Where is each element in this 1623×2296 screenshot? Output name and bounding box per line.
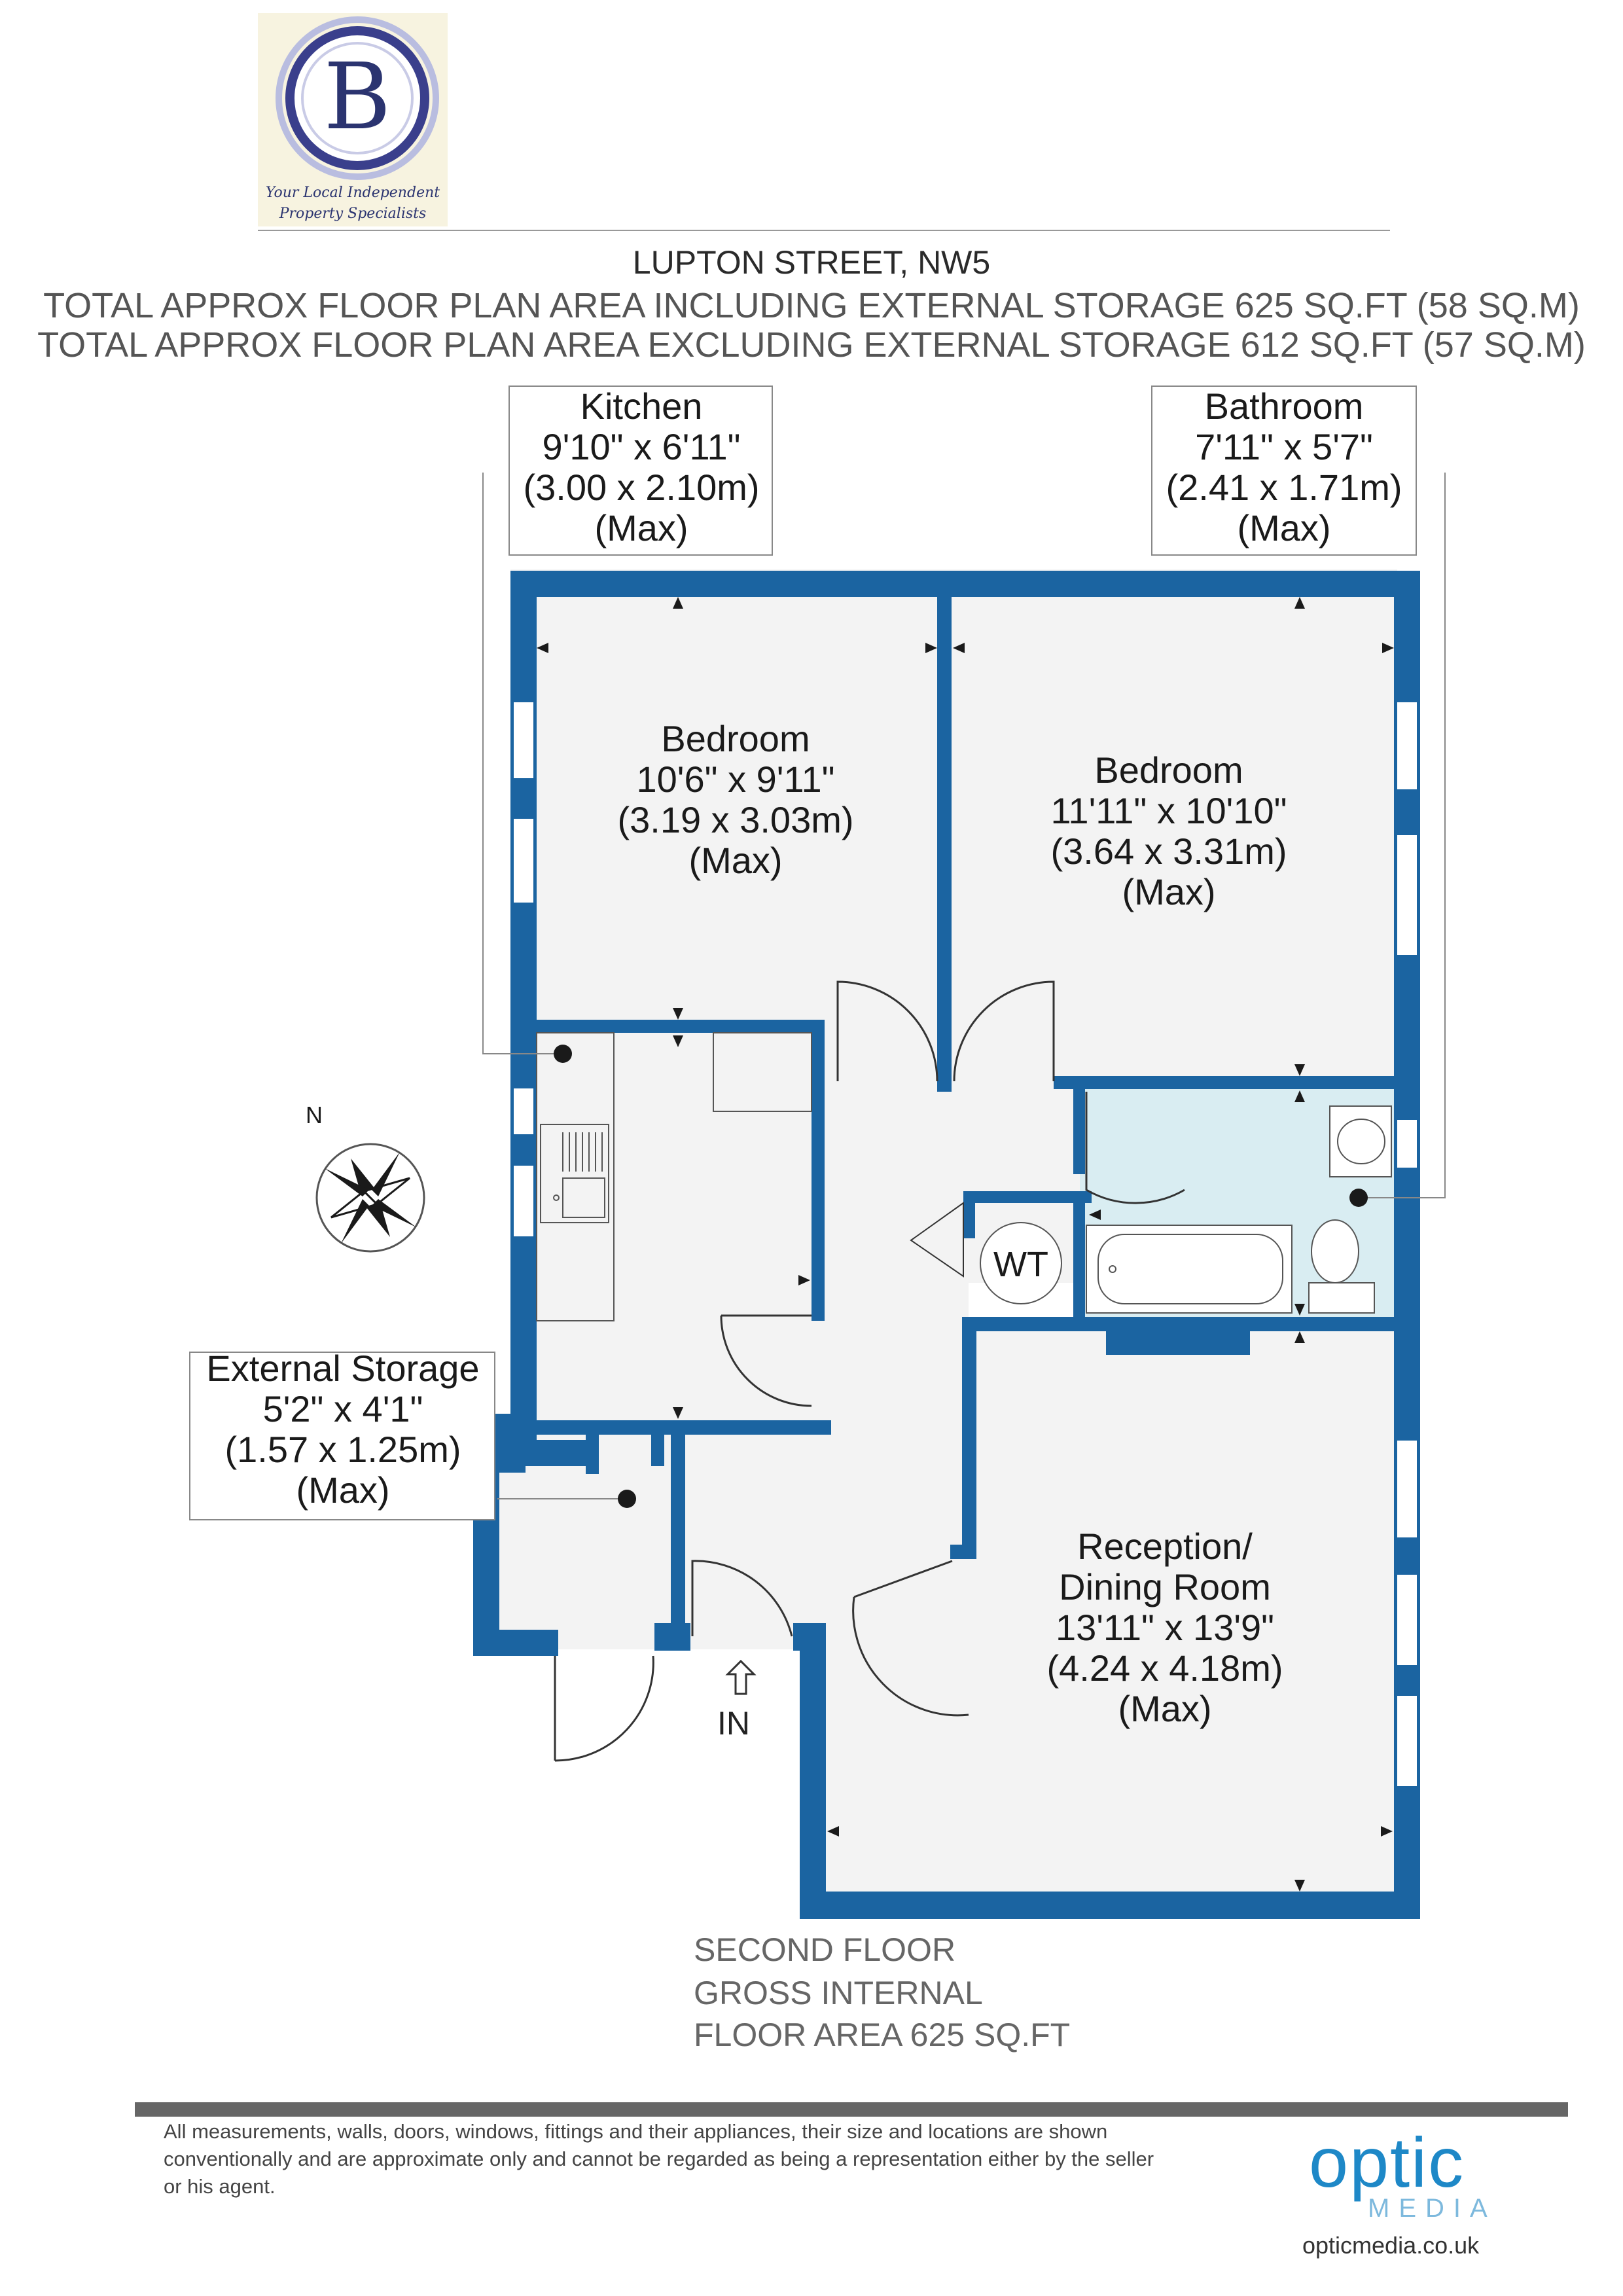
gross-floor-area: FLOOR AREA 625 SQ.FT: [694, 2017, 1071, 2053]
wt-label: WT: [993, 1245, 1048, 1284]
footer-bar: [135, 2102, 1568, 2117]
bathroom-fittings: [980, 1105, 1392, 1314]
reception-imperial: 13'11" x 13'9": [1056, 1607, 1274, 1648]
floor-level: SECOND FLOOR: [694, 1931, 956, 1968]
bathroom-metric: (2.41 x 1.71m): [1166, 467, 1402, 508]
entrance-label: IN: [717, 1705, 750, 1742]
dimension-markers: [537, 597, 1394, 1892]
reception-note: (Max): [1118, 1688, 1211, 1729]
bedroom-2-metric: (3.64 x 3.31m): [1050, 831, 1287, 872]
doors: [554, 980, 1185, 1762]
bedroom-2-imperial: 11'11" x 10'10": [1050, 790, 1287, 831]
wt-tank: [980, 1222, 1062, 1304]
bedroom-1-note: (Max): [688, 840, 782, 881]
kitchen-fittings: [536, 1032, 812, 1321]
label-boxes: [189, 386, 1417, 1520]
storage-metric: (1.57 x 1.25m): [224, 1429, 461, 1470]
area-excluding-storage: TOTAL APPROX FLOOR PLAN AREA EXCLUDING E…: [37, 325, 1586, 365]
logo-tagline-2: Property Specialists: [279, 206, 427, 222]
compass-icon: [315, 1143, 425, 1253]
reception-name-2: Dining Room: [1059, 1566, 1271, 1607]
reception-metric: (4.24 x 4.18m): [1046, 1647, 1283, 1689]
storage-imperial: 5'2" x 4'1": [263, 1388, 423, 1429]
windows: [512, 701, 1418, 1787]
gross-internal-label: GROSS INTERNAL: [694, 1975, 983, 2011]
kitchen-name: Kitchen: [580, 386, 703, 427]
agency-logo: B: [258, 13, 448, 226]
bedroom-1-metric: (3.19 x 3.03m): [617, 799, 853, 840]
leader-dots: [554, 1045, 1368, 1508]
bedroom-1-imperial: 10'6" x 9'11": [637, 759, 835, 800]
storage-note: (Max): [296, 1469, 389, 1511]
bathroom-note: (Max): [1237, 507, 1330, 548]
brand-url: opticmedia.co.uk: [1302, 2232, 1480, 2259]
disclaimer-text: All measurements, walls, doors, windows,…: [164, 2120, 1154, 2198]
bathroom-name: Bathroom: [1205, 386, 1364, 427]
entrance-arrow-icon: [725, 1659, 757, 1695]
bathroom-imperial: 7'11" x 5'7": [1195, 426, 1373, 467]
logo-letter: B: [324, 44, 391, 151]
brand-wordmark: optic: [1309, 2123, 1465, 2202]
logo-tagline-1: Your Local Independent: [265, 185, 440, 201]
kitchen-note: (Max): [594, 507, 688, 548]
room-labels: Kitchen 9'10" x 6'11" (3.00 x 2.10m) (Ma…: [206, 386, 1402, 1729]
reception-name-1: Reception/: [1077, 1526, 1253, 1567]
compass-north-label: N: [306, 1102, 323, 1128]
bedroom-2-note: (Max): [1122, 871, 1215, 912]
kitchen-imperial: 9'10" x 6'11": [543, 426, 741, 467]
storage-name: External Storage: [206, 1348, 479, 1389]
leader-lines: [482, 473, 1446, 1499]
bedroom-1-name: Bedroom: [661, 718, 810, 759]
property-address: LUPTON STREET, NW5: [632, 244, 991, 281]
bedroom-2-name: Bedroom: [1094, 749, 1243, 791]
area-including-storage: TOTAL APPROX FLOOR PLAN AREA INCLUDING E…: [43, 286, 1580, 325]
brand-subtitle: MEDIA: [1368, 2194, 1497, 2223]
kitchen-metric: (3.00 x 2.10m): [523, 467, 759, 508]
